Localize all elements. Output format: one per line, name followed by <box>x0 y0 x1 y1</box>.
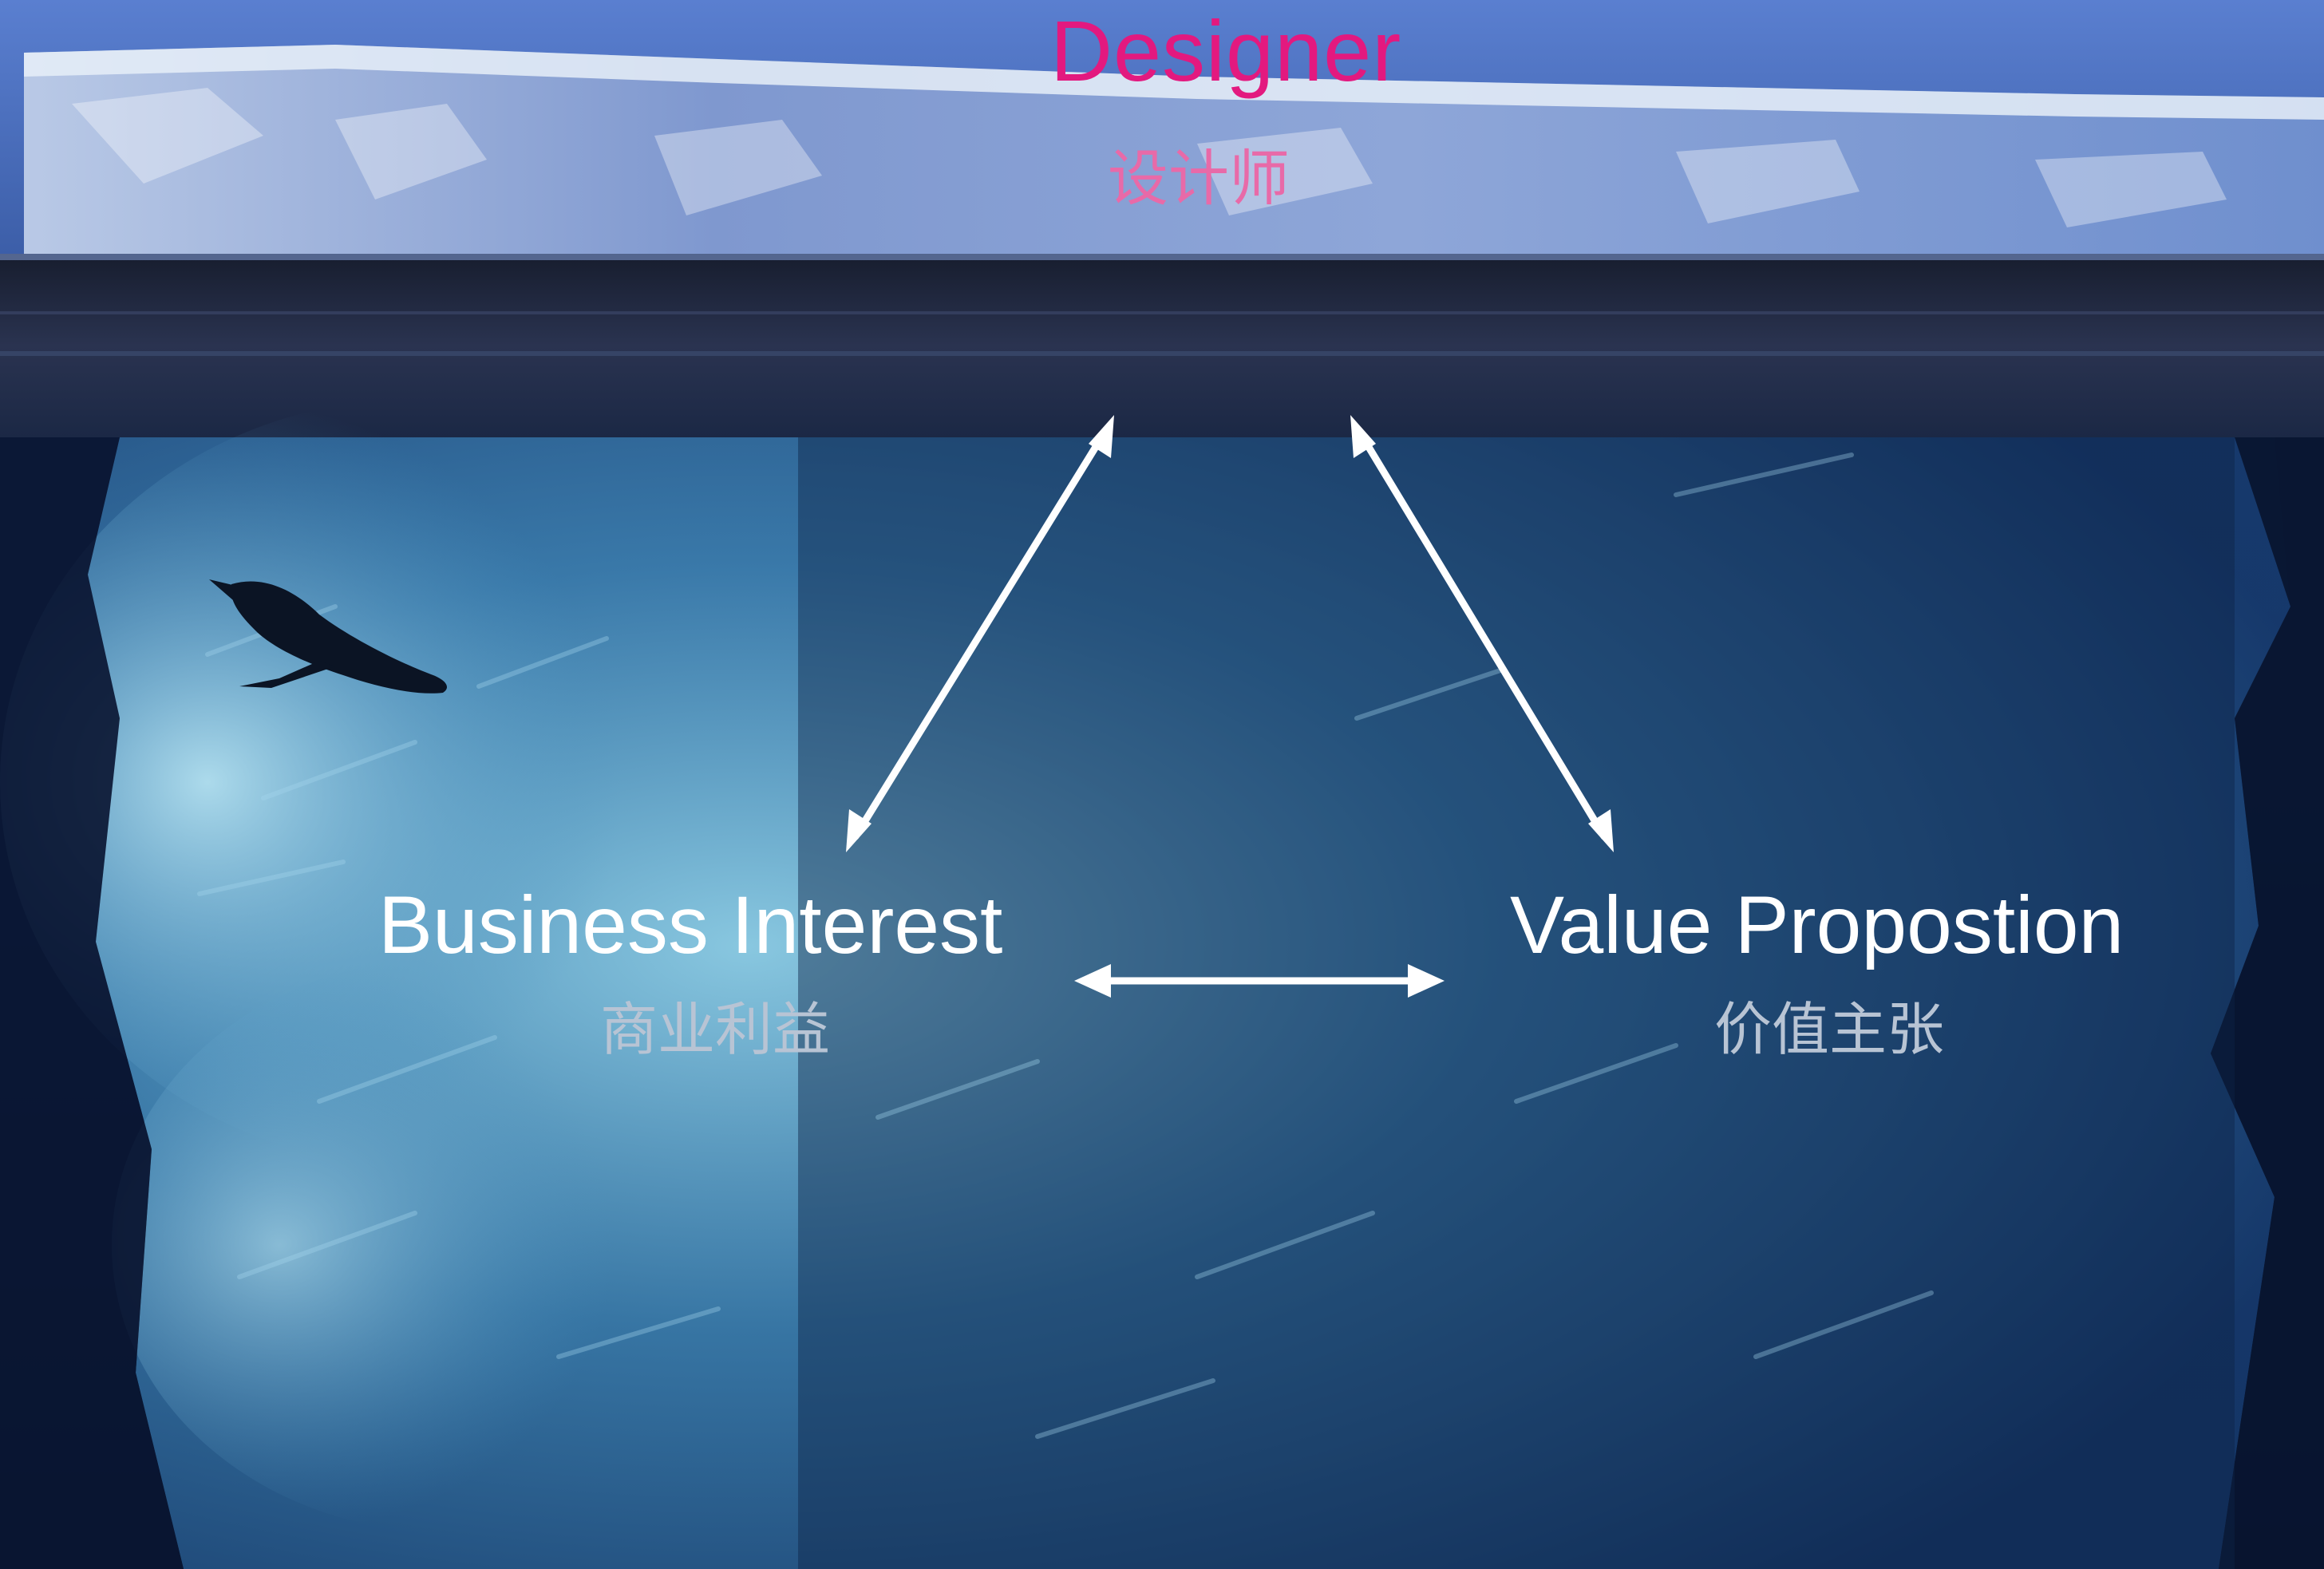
designer-subtitle: 设计师 <box>1108 143 1290 214</box>
whale-icon <box>209 579 447 694</box>
value-proposition-title: Value Propostion <box>1510 879 2124 970</box>
ice-texture <box>197 453 1934 1439</box>
business-interest-title: Business Interest <box>378 879 1003 970</box>
arrow-designer-value <box>1350 415 1614 852</box>
designer-title: Designer <box>1050 2 1402 99</box>
relationship-arrows <box>846 415 1614 998</box>
value-proposition-subtitle: 价值主张 <box>1714 996 1945 1063</box>
iceberg-tip-texture <box>72 88 2227 227</box>
business-interest-subtitle: 商业利益 <box>600 996 831 1063</box>
iceberg-tip-edge <box>24 45 2324 120</box>
arrow-designer-business <box>846 415 1114 852</box>
arrow-business-value <box>1074 964 1445 998</box>
